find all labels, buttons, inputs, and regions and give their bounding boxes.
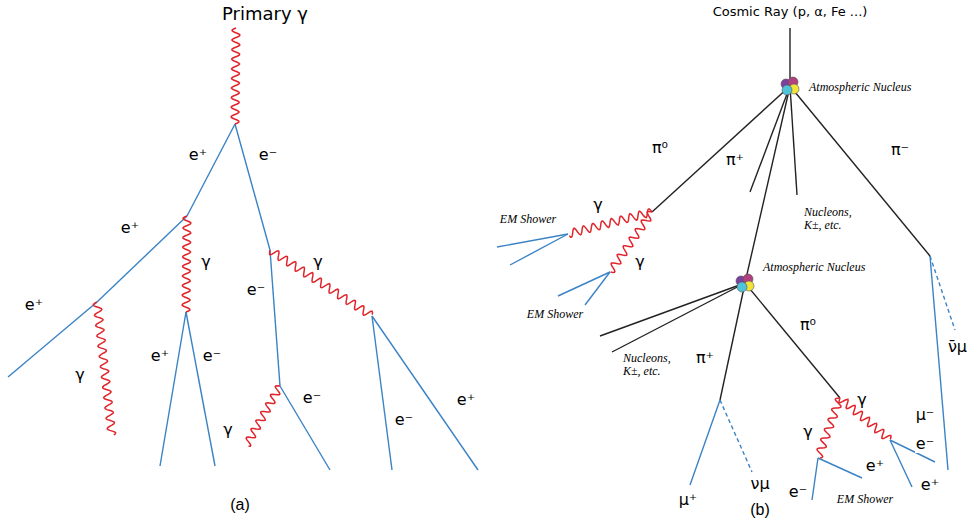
particle-label: π⁻: [890, 141, 910, 159]
particle-label: γ: [802, 423, 813, 441]
particle-label: π⁰: [651, 139, 669, 157]
particle-label: π⁺: [695, 349, 715, 367]
nucleus-symbol: [736, 274, 754, 292]
particle-label: e⁺: [24, 296, 44, 314]
particle-label: γ: [200, 253, 211, 271]
shower-label: EM Shower: [499, 213, 557, 226]
particle-label: γ: [74, 366, 85, 384]
photon-wave: [270, 250, 373, 315]
shower-label: EM Shower: [526, 308, 584, 321]
particle-label: e⁺: [150, 347, 170, 365]
particle-label: e⁺: [120, 219, 140, 237]
particle-label: e⁺: [456, 391, 476, 409]
particle-label: γ: [592, 196, 603, 214]
nucleus-symbol: [781, 77, 799, 95]
particle-label: π⁺: [725, 151, 745, 169]
hadron-tracks: [600, 28, 930, 400]
particle-label: e⁻: [246, 281, 266, 299]
particle-label: e⁺: [865, 457, 885, 475]
particle-label: e⁻: [788, 483, 808, 501]
photon-wave: [817, 398, 841, 458]
particle-label: νμ: [749, 475, 770, 493]
photon-wave: [231, 28, 240, 124]
particle-label: μ⁻: [915, 406, 936, 424]
panel-caption: (b): [749, 501, 771, 519]
particle-label: e⁺: [920, 476, 940, 494]
particle-label: ν̄μ: [947, 338, 968, 356]
photon-waves: [94, 28, 892, 458]
particle-label: γ: [856, 391, 867, 409]
particle-label: γ: [312, 253, 323, 271]
particle-label: e⁻: [202, 347, 222, 365]
photon-wave: [246, 386, 280, 447]
photon-wave: [611, 212, 652, 273]
nucleus-label: Atmospheric Nucleus: [808, 81, 912, 94]
lepton-tracks: [8, 124, 948, 500]
particle-label: π⁰: [799, 316, 817, 334]
shower-label: EM Shower: [836, 493, 894, 506]
particle-label: μ⁺: [678, 491, 699, 509]
photon-wave: [569, 209, 652, 237]
particle-label: e⁺: [188, 146, 208, 164]
particle-label: e⁻: [915, 435, 935, 453]
particle-label: e⁻: [394, 411, 414, 429]
hadron-note: Nucleons, K±, etc.: [803, 206, 867, 232]
cosmic-ray-label: Cosmic Ray (p, α, Fe ...): [712, 5, 869, 19]
primary-label: Primary γ: [221, 4, 309, 24]
neutrino-tracks: [720, 256, 955, 472]
photon-wave: [182, 216, 191, 312]
nucleus-label: Atmospheric Nucleus: [762, 261, 866, 274]
particle-label: e⁻: [258, 146, 278, 164]
particle-label: γ: [634, 253, 645, 271]
hadron-note: Nucleons, K±, etc.: [622, 352, 686, 378]
particle-label: e⁻: [302, 389, 322, 407]
photon-wave: [94, 302, 116, 435]
panel-caption: (a): [229, 496, 251, 514]
particle-label: γ: [222, 421, 233, 439]
